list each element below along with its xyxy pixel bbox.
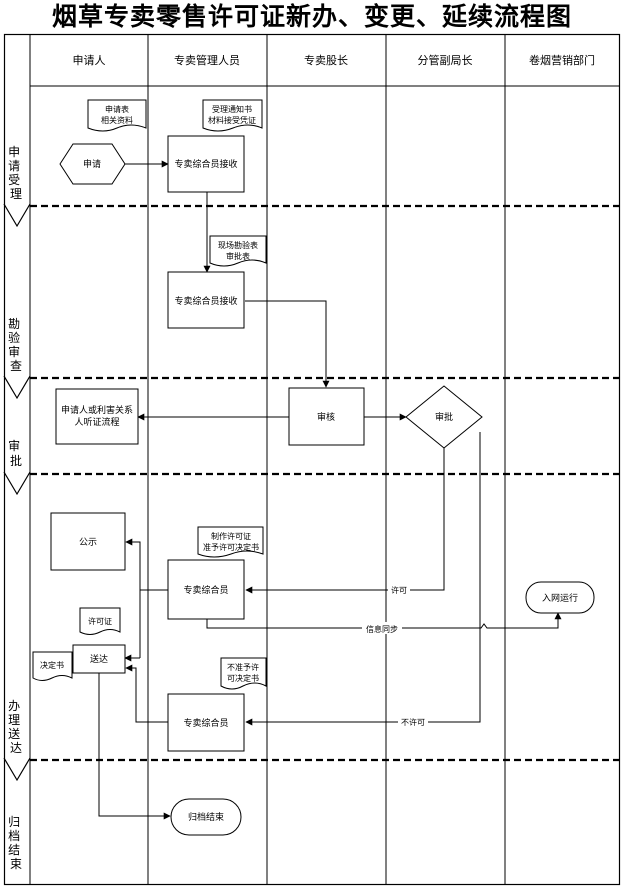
node-receive-2: 专卖综合员接收 (167, 271, 245, 329)
page-title: 烟草专卖零售许可证新办、变更、延续流程图 (51, 2, 572, 31)
phase-char: 验 (8, 330, 20, 345)
phase-labels: 申 请 受 理 勘 验 审 查 审 批 办 理 送 达 归 档 结 束 (8, 145, 24, 871)
phase-char: 审 (8, 344, 20, 359)
phase-label-archive: 归 档 结 束 (8, 815, 24, 871)
node-approve: 审批 (405, 385, 483, 449)
node-apply: 申请 (59, 143, 126, 185)
phase-label-deliver: 办 理 送 达 (8, 698, 24, 755)
doc-application-line2: 相关资料 (101, 115, 133, 125)
edge-labels: 许可 信息同步 不许可 (362, 583, 428, 727)
node-review: 审核 (288, 387, 365, 446)
phase-char: 勘 (8, 317, 20, 331)
phase-label-inspect: 勘 验 审 查 (8, 317, 24, 373)
node-hearing: 申请人或利害关系 人听证流程 (55, 388, 139, 445)
doc-license-decision-line1: 制作许可证 (211, 531, 251, 541)
doc-denial-line1: 不准予许 (227, 662, 259, 672)
phase-char: 查 (10, 359, 22, 373)
edge-label-permit: 许可 (391, 585, 407, 595)
node-archive: 归档结束 (170, 798, 242, 836)
doc-application-line1: 申请表 (105, 104, 129, 114)
process-nodes: 申请 专卖综合员接收 专卖综合员接收 审核 审批 申请人或利害关系 人听证流程 … (50, 135, 595, 836)
lane-header-applicant: 申请人 (73, 54, 106, 67)
grid-frame (3, 33, 621, 886)
phase-char: 批 (10, 453, 22, 468)
phase-char: 达 (10, 741, 22, 755)
node-deliver-text: 送达 (90, 653, 108, 665)
doc-denial-line2: 可决定书 (227, 673, 259, 683)
lane-header-marketing: 卷烟营销部门 (529, 53, 595, 67)
node-clerk-2: 专卖综合员 (167, 693, 245, 752)
phase-chevrons (3, 203, 31, 782)
edge-approve-deny (245, 432, 481, 726)
node-receive-1: 专卖综合员接收 (167, 135, 245, 193)
phase-char: 归 (8, 815, 20, 829)
node-apply-text: 申请 (83, 158, 101, 170)
doc-acceptance: 受理通知书 材料接受凭证 (202, 99, 263, 132)
node-review-text: 审核 (317, 411, 335, 423)
phase-label-approve: 审 批 (8, 438, 24, 468)
doc-acceptance-line1: 受理通知书 (212, 104, 252, 114)
documents: 申请表 相关资料 受理通知书 材料接受凭证 现场勘验表 审批表 制作许可证 准予… (32, 99, 267, 690)
node-hearing-line2: 人听证流程 (74, 416, 119, 428)
node-publicity-text: 公示 (79, 537, 97, 548)
doc-acceptance-line2: 材料接受凭证 (208, 115, 256, 125)
doc-inspection-line1: 现场勘验表 (218, 240, 258, 250)
node-receive-2-text: 专卖综合员接收 (174, 295, 237, 307)
doc-decision-text: 决定书 (40, 660, 64, 670)
node-network: 入网运行 (525, 581, 595, 614)
node-clerk-1-text: 专卖综合员 (183, 584, 228, 596)
node-archive-text: 归档结束 (188, 811, 224, 823)
node-clerk-2-text: 专卖综合员 (183, 717, 228, 729)
node-deliver: 送达 (72, 644, 126, 674)
edge-label-deny: 不许可 (401, 717, 425, 727)
doc-license-decision: 制作许可证 准予许可决定书 (197, 526, 264, 558)
edge-label-sync: 信息同步 (366, 624, 398, 634)
connectors (98, 160, 562, 820)
phase-label-apply: 申 请 受 理 (8, 145, 24, 201)
node-hearing-line1: 申请人或利害关系 (61, 404, 133, 416)
doc-license: 许可证 (79, 607, 121, 635)
node-network-text: 入网运行 (542, 592, 578, 604)
lane-headers: 申请人 专卖管理人员 专卖股长 分管副局长 卷烟营销部门 (73, 53, 596, 67)
lane-header-section-chief: 专卖股长 (304, 53, 348, 67)
edge-approve-permit (245, 448, 445, 594)
phase-char: 受 (8, 173, 20, 187)
edge-clerk-sync (206, 612, 562, 629)
edge-receive-to-review (245, 300, 330, 388)
doc-application: 申请表 相关资料 (87, 99, 147, 132)
doc-decision: 决定书 (32, 651, 73, 681)
node-approve-text: 审批 (435, 411, 453, 423)
phase-char: 申 (8, 145, 20, 159)
doc-license-decision-line2: 准予许可决定书 (203, 542, 259, 552)
node-publicity: 公示 (50, 512, 126, 571)
phase-char: 结 (8, 843, 20, 857)
edge-deliver-to-archive (98, 673, 171, 820)
phase-char: 理 (8, 713, 20, 727)
phase-dividers (30, 204, 620, 762)
lane-header-manager: 专卖管理人员 (174, 53, 240, 67)
node-clerk-1: 专卖综合员 (167, 559, 245, 620)
phase-char: 送 (8, 726, 20, 741)
doc-denial: 不准予许 可决定书 (220, 657, 267, 690)
phase-char: 档 (8, 829, 20, 843)
doc-inspection: 现场勘验表 审批表 (209, 235, 267, 267)
phase-char: 束 (10, 857, 22, 871)
node-receive-1-text: 专卖综合员接收 (174, 158, 237, 170)
phase-char: 理 (10, 187, 22, 201)
edge-clerk-to-publicity (125, 538, 168, 591)
doc-inspection-line2: 审批表 (226, 251, 250, 261)
phase-char: 办 (8, 698, 20, 713)
lane-header-deputy-director: 分管副局长 (418, 53, 473, 67)
edge-clerk2-up (125, 664, 168, 723)
phase-char: 审 (8, 438, 20, 453)
doc-license-text: 许可证 (88, 616, 112, 626)
phase-char: 请 (8, 159, 20, 173)
